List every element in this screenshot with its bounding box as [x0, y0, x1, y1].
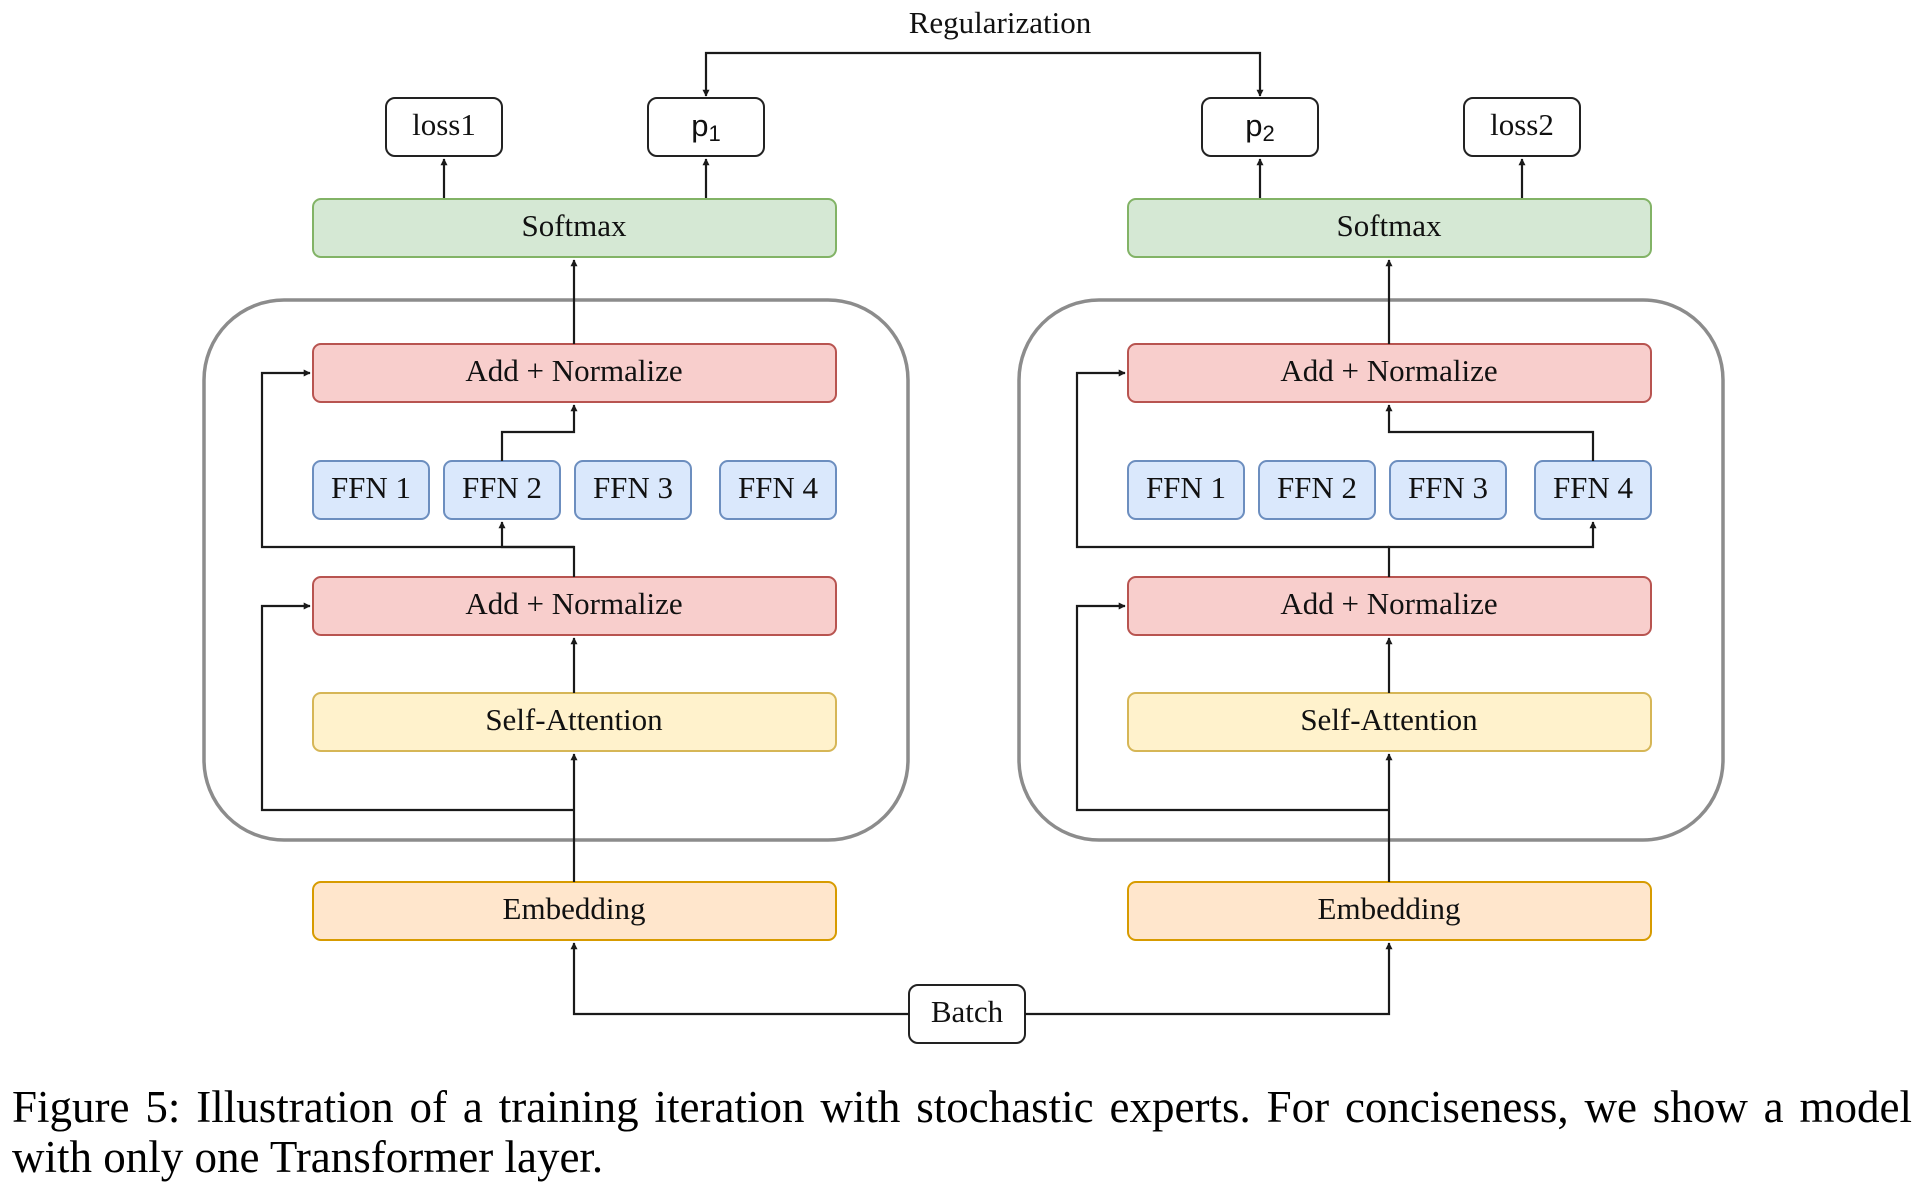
p2-subscript: 2	[1263, 121, 1275, 146]
right-add-normalize-top-node: Add + Normalize	[1127, 343, 1652, 403]
right-addnorm-to-ffn4-edge	[1387, 521, 1597, 577]
loss1-node: loss1	[385, 97, 503, 157]
right-ffn-4-node: FFN 4	[1534, 460, 1652, 520]
left-self-attention-label: Self-Attention	[485, 702, 663, 737]
left-ffn-2-label: FFN 2	[462, 470, 542, 505]
right-ffn4-to-addnorm-edge	[1385, 404, 1595, 461]
regularization-edge	[702, 51, 1264, 97]
svg-text:p1: p1	[691, 108, 721, 146]
left-ffn-3-node: FFN 3	[574, 460, 692, 520]
left-ffn-4-label: FFN 4	[738, 470, 819, 505]
left-residual-bottom-edge	[260, 602, 574, 812]
left-ffn-1-label: FFN 1	[331, 470, 411, 505]
right-self-attention-node: Self-Attention	[1127, 692, 1652, 752]
right-ffn-2-node: FFN 2	[1258, 460, 1376, 520]
right-softmax-node: Softmax	[1127, 198, 1652, 258]
left-softmax-label: Softmax	[521, 208, 627, 243]
left-model: Softmax Add + Normalize FFN 1 FFN 2 FFN …	[202, 198, 910, 941]
right-residual-top-edge	[1075, 369, 1389, 549]
right-ffn-2-label: FFN 2	[1277, 470, 1357, 505]
right-add-normalize-top-label: Add + Normalize	[1280, 353, 1497, 388]
right-add-normalize-bottom-node: Add + Normalize	[1127, 576, 1652, 636]
right-ffn-1-label: FFN 1	[1146, 470, 1226, 505]
left-ffn-3-label: FFN 3	[593, 470, 673, 505]
right-model: Softmax Add + Normalize FFN 1 FFN 2 FFN …	[1017, 198, 1725, 941]
right-ffn-1-node: FFN 1	[1127, 460, 1245, 520]
left-embedding-node: Embedding	[312, 881, 837, 941]
left-transformer-layer-frame	[202, 298, 910, 842]
right-add-normalize-bottom-label: Add + Normalize	[1280, 586, 1497, 621]
p2-node: p2	[1201, 97, 1319, 157]
figure-caption: Figure 5: Illustration of a training ite…	[12, 1082, 1912, 1182]
right-transformer-layer-frame	[1017, 298, 1725, 842]
p1-node: p1	[647, 97, 765, 157]
right-ffn-3-node: FFN 3	[1389, 460, 1507, 520]
batch-label: Batch	[931, 994, 1004, 1029]
regularization-label: Regularization	[909, 5, 1092, 40]
left-ffn-1-node: FFN 1	[312, 460, 430, 520]
right-residual-bottom-edge	[1075, 602, 1389, 812]
svg-text:p2: p2	[1245, 108, 1275, 146]
right-ffn-3-label: FFN 3	[1408, 470, 1488, 505]
right-softmax-label: Softmax	[1336, 208, 1442, 243]
loss2-node: loss2	[1463, 97, 1581, 157]
loss2-label: loss2	[1490, 107, 1554, 142]
loss1-label: loss1	[412, 107, 476, 142]
p1-label: p	[691, 108, 708, 143]
batch-node: Batch	[908, 984, 1026, 1044]
left-add-normalize-bottom-label: Add + Normalize	[465, 586, 682, 621]
right-self-attention-label: Self-Attention	[1300, 702, 1478, 737]
left-add-normalize-bottom-node: Add + Normalize	[312, 576, 837, 636]
left-add-normalize-top-node: Add + Normalize	[312, 343, 837, 403]
p1-subscript: 1	[709, 121, 721, 146]
right-embedding-label: Embedding	[1318, 891, 1461, 926]
left-ffn-4-node: FFN 4	[719, 460, 837, 520]
right-ffn-4-label: FFN 4	[1553, 470, 1634, 505]
left-residual-top-edge	[260, 369, 574, 549]
left-ffn2-to-addnorm-edge	[500, 404, 578, 461]
left-self-attention-node: Self-Attention	[312, 692, 837, 752]
left-softmax-node: Softmax	[312, 198, 837, 258]
left-embedding-label: Embedding	[503, 891, 646, 926]
left-add-normalize-top-label: Add + Normalize	[465, 353, 682, 388]
left-addnorm-to-ffn2-edge	[498, 521, 576, 577]
right-embedding-node: Embedding	[1127, 881, 1652, 941]
p2-label: p	[1245, 108, 1262, 143]
left-ffn-2-node: FFN 2	[443, 460, 561, 520]
batch-to-right-embedding-edge	[1025, 942, 1393, 1016]
batch-to-left-embedding-edge	[570, 942, 909, 1016]
